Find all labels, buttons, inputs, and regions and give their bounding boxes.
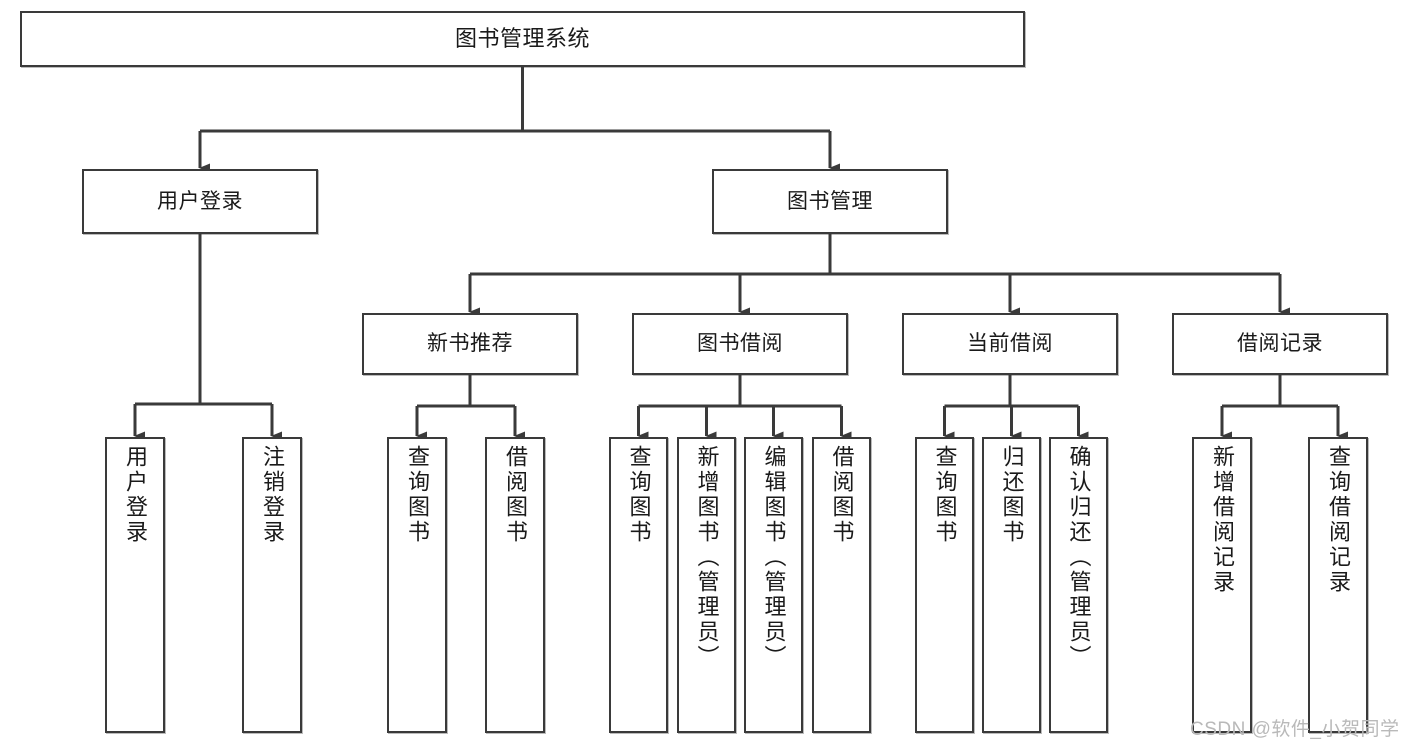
node-leaf-new-query[interactable]: 查询图书 (387, 437, 447, 733)
node-label: 图书管理系统 (454, 25, 590, 51)
node-leaf-cur-query[interactable]: 查询图书 (915, 437, 974, 733)
node-label: 新增借阅记录 (1210, 445, 1235, 595)
node-leaf-user-login[interactable]: 用户登录 (105, 437, 165, 733)
edge-group (133, 67, 1348, 441)
node-leaf-bk-borrow[interactable]: 借阅图书 (812, 437, 871, 733)
node-leaf-cur-return[interactable]: 归还图书 (982, 437, 1041, 733)
node-leaf-bk-edit[interactable]: 编辑图书（管理员） (744, 437, 803, 733)
node-l1-manage[interactable]: 图书管理 (712, 169, 948, 234)
node-root[interactable]: 图书管理系统 (20, 11, 1025, 67)
node-label: 查询图书 (405, 445, 430, 545)
node-leaf-bk-add[interactable]: 新增图书（管理员） (677, 437, 736, 733)
node-l2-borrow[interactable]: 图书借阅 (632, 313, 848, 375)
node-label: 用户登录 (123, 445, 148, 545)
node-label: 查询图书 (626, 445, 652, 545)
node-leaf-cur-confirm[interactable]: 确认归还（管理员） (1049, 437, 1108, 733)
node-leaf-bk-query[interactable]: 查询图书 (609, 437, 668, 733)
node-label: 借阅图书 (503, 445, 528, 545)
node-label: 当前借阅 (967, 332, 1053, 356)
node-label: 注销登录 (260, 445, 285, 545)
node-label: 图书管理 (787, 189, 873, 213)
node-label: 新增图书（管理员） (694, 445, 720, 670)
node-label: 借阅记录 (1237, 332, 1323, 356)
node-label: 借阅图书 (829, 445, 855, 545)
node-label: 归还图书 (999, 445, 1025, 545)
node-l2-new[interactable]: 新书推荐 (362, 313, 578, 375)
node-label: 用户登录 (157, 189, 243, 213)
node-label: 图书借阅 (697, 332, 783, 356)
node-leaf-user-logout[interactable]: 注销登录 (242, 437, 302, 733)
node-label: 新书推荐 (427, 332, 513, 356)
node-label: 编辑图书（管理员） (761, 445, 787, 670)
node-leaf-rec-add[interactable]: 新增借阅记录 (1192, 437, 1252, 733)
watermark-label: CSDN @软件_小贺同学 (1190, 719, 1400, 740)
node-label: 查询图书 (932, 445, 958, 545)
node-leaf-rec-query[interactable]: 查询借阅记录 (1308, 437, 1368, 733)
node-label: 查询借阅记录 (1326, 445, 1351, 595)
node-l2-record[interactable]: 借阅记录 (1172, 313, 1388, 375)
node-label: 确认归还（管理员） (1066, 445, 1092, 670)
node-l2-current[interactable]: 当前借阅 (902, 313, 1118, 375)
node-l1-login[interactable]: 用户登录 (82, 169, 318, 234)
node-leaf-new-borrow[interactable]: 借阅图书 (485, 437, 545, 733)
